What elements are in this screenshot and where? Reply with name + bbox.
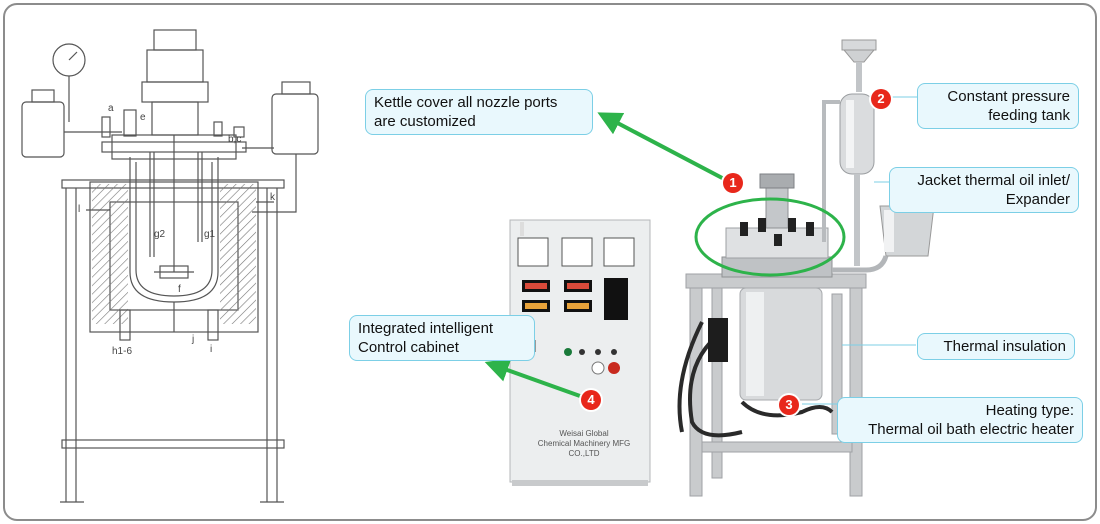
callout-jacket-inlet: Jacket thermal oil inlet/ Expander <box>889 167 1079 213</box>
heater-hoses <box>677 321 834 438</box>
cabinet-maker-line2: Chemical Machinery MFG CO.,LTD <box>537 439 631 458</box>
drawing-label-a: a <box>108 103 114 114</box>
drawing-label-bc: b,c <box>228 134 241 145</box>
callout-pressure-tank-line1: Constant pressure <box>947 88 1070 105</box>
drawing-label-f: f <box>178 284 181 295</box>
badge-3: 3 <box>779 395 799 415</box>
drawing-label-l: l <box>78 204 80 215</box>
callout-control-cabinet: Integrated intelligent Control cabinet <box>349 315 535 361</box>
callout-heating-line2: Thermal oil bath electric heater <box>868 421 1074 438</box>
reactor-technical-drawing: a e b,c k l f g1 g2 j i h1-6 <box>21 29 935 503</box>
callout-jacket-inlet-line1: Jacket thermal oil inlet/ <box>917 172 1070 189</box>
arrow-kettle-cover <box>597 112 727 182</box>
callout-insulation: Thermal insulation <box>917 333 1075 360</box>
arrow-control-cabinet <box>484 358 581 398</box>
badge-1: 1 <box>723 173 743 193</box>
control-cabinet <box>509 219 651 486</box>
callout-jacket-inlet-line2: Expander <box>1005 191 1070 208</box>
callout-kettle-cover-line1: Kettle cover all nozzle ports <box>374 94 558 111</box>
callout-control-cabinet-line1: Integrated intelligent <box>358 320 494 337</box>
drawing-label-g2: g2 <box>154 229 166 240</box>
drawing-label-h: h1-6 <box>112 346 132 357</box>
expander-cup <box>832 205 935 273</box>
figure-frame: a e b,c k l f g1 g2 j i h1-6 <box>3 3 1097 521</box>
callout-heating-line1: Heating type: <box>985 402 1074 419</box>
callout-pressure-tank-line2: feeding tank <box>988 107 1070 124</box>
callout-kettle-cover-line2: are customized <box>374 113 476 130</box>
reactor-vessel <box>721 173 833 401</box>
feeding-tank <box>822 39 877 266</box>
nozzle-highlight-ellipse <box>694 197 846 277</box>
drawing-label-g1: g1 <box>204 229 216 240</box>
callout-control-cabinet-line2: Control cabinet <box>358 339 459 356</box>
callout-heating: Heating type: Thermal oil bath electric … <box>837 397 1083 443</box>
drawing-label-i: i <box>210 344 212 355</box>
drawing-label-j: j <box>191 334 194 345</box>
heater-box <box>708 318 728 362</box>
cabinet-maker-line1: Weisai Global <box>559 429 609 438</box>
drawing-label-k: k <box>270 192 276 203</box>
badge-4: 4 <box>581 390 601 410</box>
callout-kettle-cover: Kettle cover all nozzle ports are custom… <box>365 89 593 135</box>
drawing-label-e: e <box>140 112 146 123</box>
badge-2: 2 <box>871 89 891 109</box>
callout-pressure-tank: Constant pressure feeding tank <box>917 83 1079 129</box>
cabinet-maker-label: Weisai Global Chemical Machinery MFG CO.… <box>523 429 645 459</box>
callout-insulation-line1: Thermal insulation <box>943 338 1066 355</box>
